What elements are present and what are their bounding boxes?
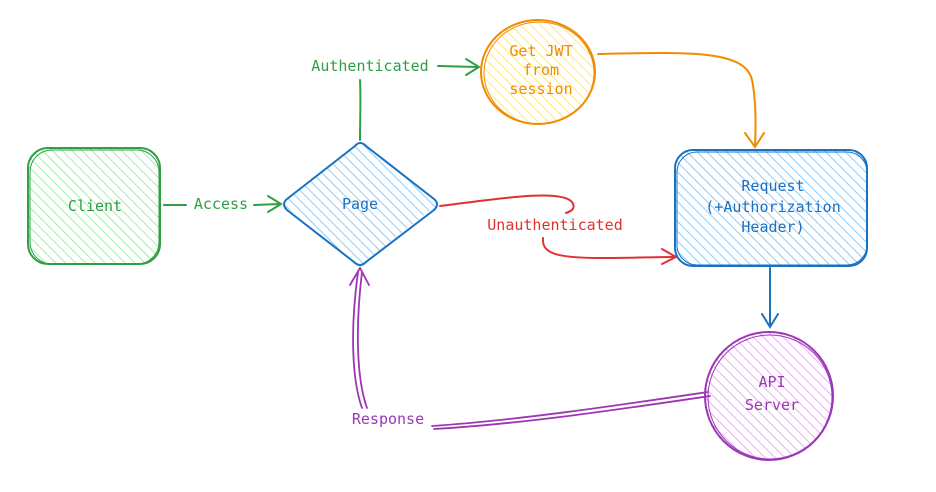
response-vertical-a xyxy=(352,271,363,409)
edge-response xyxy=(349,266,711,430)
edge-unauthenticated xyxy=(439,194,679,265)
node-request-label-line-3: Header) xyxy=(741,218,804,236)
authenticated-arrowhead xyxy=(465,58,481,76)
unauthenticated-arrowhead xyxy=(661,248,679,265)
node-api-server[interactable]: API Server xyxy=(704,331,834,461)
edge-label-response: Response xyxy=(352,410,424,428)
node-api-server-label-line-2: Server xyxy=(745,396,799,414)
jwt-request-arrowhead xyxy=(744,132,765,149)
edge-request-to-api xyxy=(761,267,779,329)
node-request[interactable]: Request (+Authorization Header) xyxy=(674,149,868,267)
node-get-jwt-label-line-1: Get JWT xyxy=(509,42,572,60)
edge-jwt-to-request xyxy=(597,52,765,149)
request-api-arrowhead xyxy=(761,313,779,329)
response-line-b xyxy=(433,395,711,430)
edge-authenticated xyxy=(359,58,481,141)
access-line-right xyxy=(253,203,281,206)
edge-label-authenticated: Authenticated xyxy=(311,57,428,75)
node-page-label: Page xyxy=(342,195,378,213)
node-get-jwt-label-line-2: from xyxy=(523,61,559,79)
node-client-label: Client xyxy=(68,197,122,215)
access-arrowhead xyxy=(267,195,283,213)
node-request-label-line-2: (+Authorization xyxy=(705,198,840,216)
node-page[interactable]: Page xyxy=(282,142,438,266)
response-line-a xyxy=(431,391,709,427)
node-request-label-line-1: Request xyxy=(741,177,804,195)
unauthenticated-line-top xyxy=(439,194,575,214)
node-api-server-label-line-1: API xyxy=(758,373,785,391)
node-get-jwt-label-line-3: session xyxy=(509,80,572,98)
response-arrowhead xyxy=(349,266,370,286)
unauthenticated-line-bottom xyxy=(541,237,676,260)
jwt-request-line xyxy=(597,52,757,147)
edge-label-access: Access xyxy=(194,195,248,213)
response-vertical-b xyxy=(356,271,368,409)
edge-access xyxy=(163,195,283,213)
node-client[interactable]: Client xyxy=(27,147,161,265)
edge-label-unauthenticated: Unauthenticated xyxy=(487,216,622,234)
node-get-jwt[interactable]: Get JWT from session xyxy=(480,19,596,125)
authenticated-horizontal-line xyxy=(437,65,479,68)
